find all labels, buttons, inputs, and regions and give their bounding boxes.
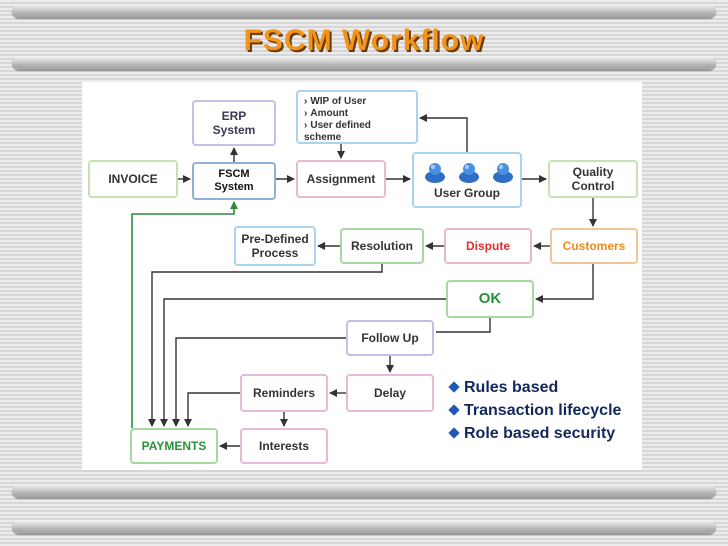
resolution-label: Resolution (351, 239, 413, 253)
workflow-diagram: INVOICE ERP System FSCM System Assignmen… (82, 82, 642, 470)
quality-label-line2: Control (571, 179, 615, 193)
quality-label-line1: Quality (572, 165, 614, 179)
reminders-label: Reminders (252, 386, 316, 400)
bullet-item: Role based security (448, 422, 621, 445)
ok-node: OK (446, 280, 534, 318)
delay-label: Delay (373, 386, 407, 400)
user-icon (459, 163, 479, 183)
wip-item: User defined scheme (304, 120, 410, 144)
assignment-node: Assignment (296, 160, 386, 198)
follow-up-node: Follow Up (346, 320, 434, 356)
payments-label: PAYMENTS (141, 439, 207, 453)
feature-bullet-list: Rules based Transaction lifecycle Role b… (448, 376, 622, 445)
invoice-node: INVOICE (88, 160, 178, 198)
user-group-node: User Group (412, 152, 522, 208)
bottom-decor-bar-1 (12, 484, 716, 498)
bottom-decor-bar-2 (12, 520, 716, 534)
reminders-node: Reminders (240, 374, 328, 412)
follow-up-label: Follow Up (361, 331, 419, 345)
connector-lines (131, 114, 597, 450)
quality-control-node: Quality Control (548, 160, 638, 198)
customers-label: Customers (562, 239, 626, 253)
user-icon (425, 163, 445, 183)
erp-system-node: ERP System (192, 100, 276, 146)
bullet-text: Rules based (464, 379, 559, 396)
user-icons (424, 162, 514, 186)
wip-item: Amount (304, 108, 410, 120)
assignment-label: Assignment (306, 172, 376, 186)
pre-defined-process-node: Pre-Defined Process (234, 226, 316, 266)
interests-node: Interests (240, 428, 328, 464)
fscm-system-node: FSCM System (192, 162, 276, 200)
bullet-text: Role based security (464, 425, 616, 442)
top-decor-bar-2 (12, 56, 716, 70)
user-group-label: User Group (433, 186, 500, 200)
slide-title: FSCM Workflow (243, 24, 485, 57)
diamond-bullet-icon (448, 404, 460, 416)
bullet-item: Rules based (448, 376, 621, 399)
assignment-criteria-node: WIP of User Amount User defined scheme (296, 90, 418, 144)
top-decor-bar-1 (12, 4, 716, 18)
interests-label: Interests (258, 439, 310, 453)
invoice-label: INVOICE (108, 172, 158, 186)
erp-label-line1: ERP (221, 109, 247, 123)
resolution-node: Resolution (340, 228, 424, 264)
erp-label-line2: System (212, 123, 256, 137)
fscm-label-line2: System (214, 181, 254, 193)
predef-label-line1: Pre-Defined (241, 232, 309, 246)
dispute-node: Dispute (444, 228, 532, 264)
fscm-label-line1: FSCM (218, 168, 250, 180)
diamond-bullet-icon (448, 381, 460, 393)
customers-node: Customers (550, 228, 638, 264)
ok-label: OK (478, 290, 502, 307)
diamond-bullet-icon (448, 427, 460, 439)
delay-node: Delay (346, 374, 434, 412)
user-icon (493, 163, 513, 183)
bullet-item: Transaction lifecycle (448, 399, 622, 422)
payments-node: PAYMENTS (130, 428, 218, 464)
predef-label-line2: Process (251, 246, 299, 260)
wip-item: WIP of User (304, 96, 410, 108)
bullet-text: Transaction lifecycle (464, 402, 622, 419)
dispute-label: Dispute (465, 239, 510, 253)
